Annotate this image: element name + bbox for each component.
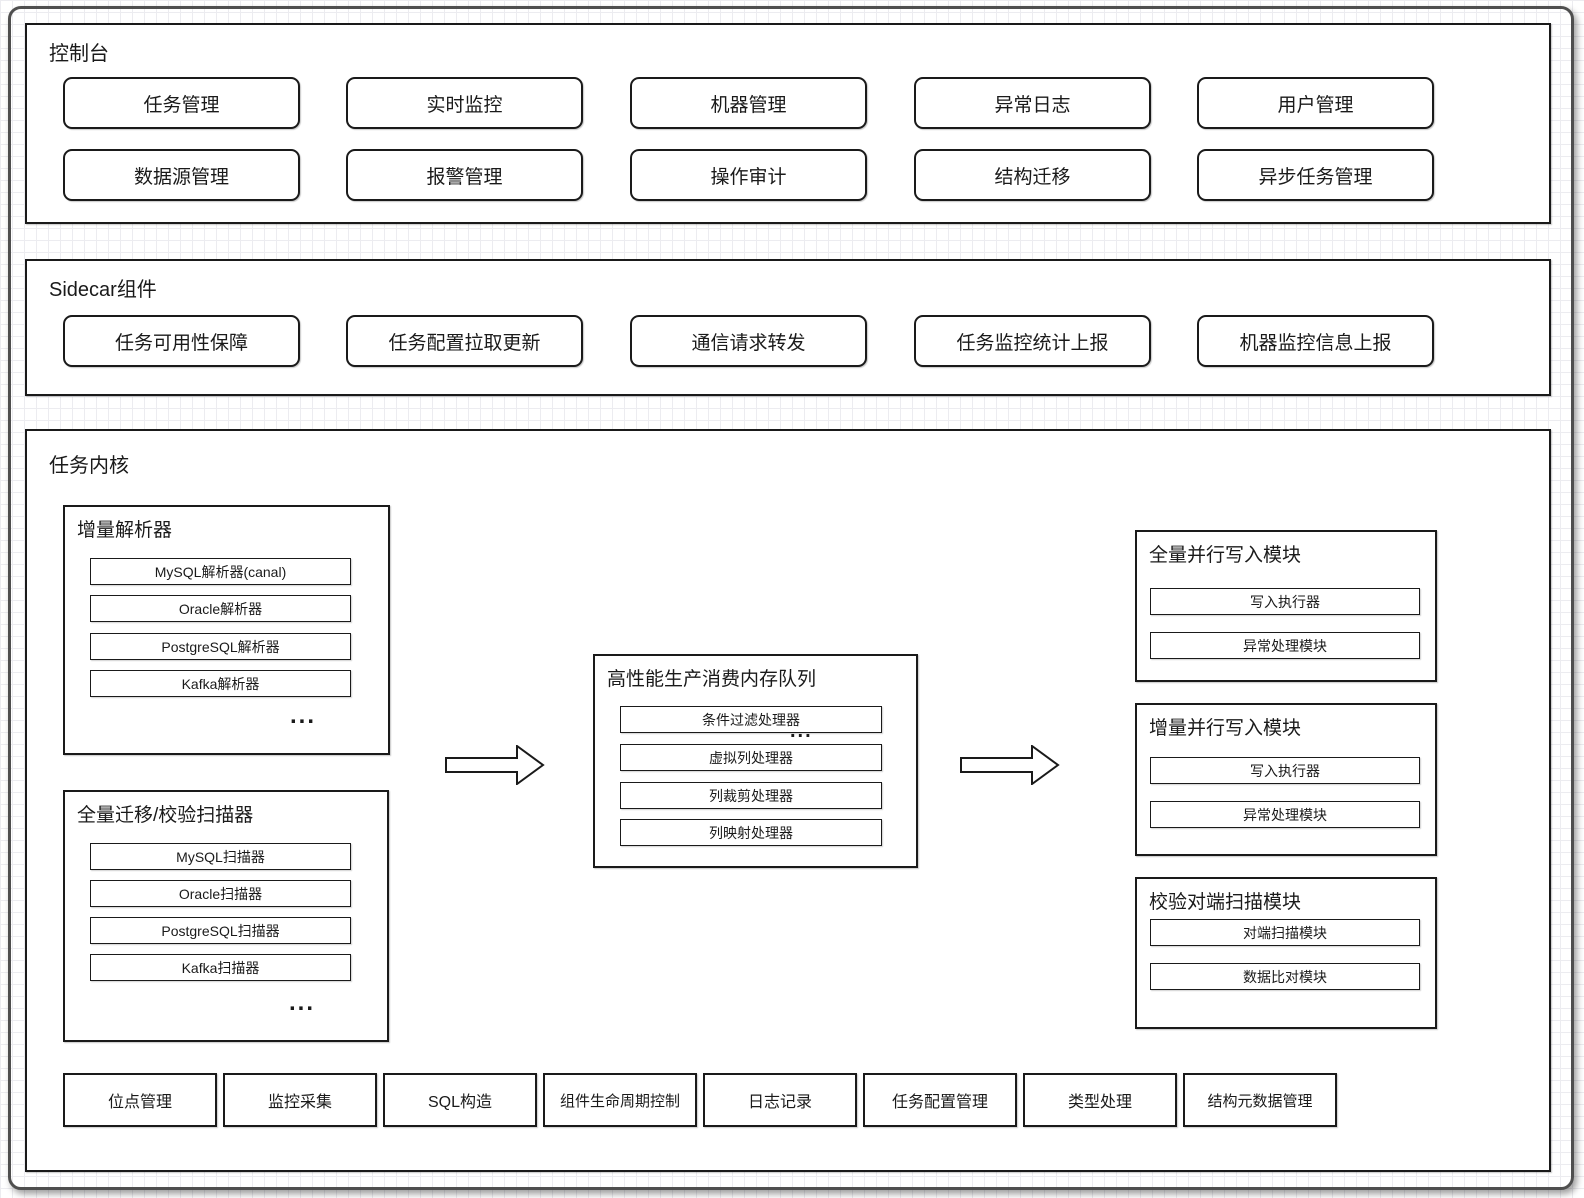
service-box-monitor-collection: 监控采集 (223, 1073, 377, 1127)
incr-writer-item-exception: 异常处理模块 (1150, 801, 1420, 828)
full-migration-scanner-title: 全量迁移/校验扫描器 (77, 805, 254, 826)
service-box-sql-construction: SQL构造 (383, 1073, 537, 1127)
memory-queue-title: 高性能生产消费内存队列 (607, 669, 817, 690)
sidecar-button-machine-monitor-report: 机器监控信息上报 (1197, 315, 1434, 367)
sidecar-section-title: Sidecar组件 (49, 279, 157, 301)
console-button-schema-migration: 结构迁移 (914, 149, 1151, 201)
parser-ellipsis: ... (289, 702, 316, 729)
checker-item-peer-scan: 对端扫描模块 (1150, 919, 1420, 946)
console-section: 控制台 任务管理 实时监控 机器管理 异常日志 用户管理 数据源管理 报警管理 … (25, 23, 1551, 224)
console-button-machine-management: 机器管理 (630, 77, 867, 129)
scanner-item-kafka: Kafka扫描器 (90, 954, 351, 981)
queue-item-column-mapping: 列映射处理器 (620, 819, 882, 846)
service-box-component-lifecycle: 组件生命周期控制 (543, 1073, 697, 1127)
queue-item-virtual-column: 虚拟列处理器 (620, 744, 882, 771)
console-button-user-management: 用户管理 (1197, 77, 1434, 129)
scanner-item-mysql: MySQL扫描器 (90, 843, 351, 870)
incr-writer-item-executor: 写入执行器 (1150, 757, 1420, 784)
console-button-alert-management: 报警管理 (346, 149, 583, 201)
queue-item-condition-filter: 条件过滤处理器 (620, 706, 882, 733)
kernel-section: 任务内核 增量解析器 MySQL解析器(canal) Oracle解析器 Pos… (25, 429, 1551, 1172)
parser-item-mysql: MySQL解析器(canal) (90, 558, 351, 585)
service-box-type-handling: 类型处理 (1023, 1073, 1177, 1127)
verification-peer-scan-box: 校验对端扫描模块 对端扫描模块 数据比对模块 (1135, 877, 1437, 1029)
incremental-parser-box: 增量解析器 MySQL解析器(canal) Oracle解析器 PostgreS… (63, 505, 390, 755)
queue-ellipsis: ... (790, 720, 813, 742)
diagram-outer-frame: 控制台 任务管理 实时监控 机器管理 异常日志 用户管理 数据源管理 报警管理 … (8, 6, 1574, 1190)
incremental-parser-title: 增量解析器 (77, 520, 173, 541)
sidecar-button-task-availability: 任务可用性保障 (63, 315, 300, 367)
checker-item-data-compare: 数据比对模块 (1150, 963, 1420, 990)
queue-item-column-prune: 列裁剪处理器 (620, 782, 882, 809)
sidecar-button-config-pull-update: 任务配置拉取更新 (346, 315, 583, 367)
sidecar-button-task-monitor-report: 任务监控统计上报 (914, 315, 1151, 367)
kernel-section-title: 任务内核 (49, 455, 129, 477)
memory-queue-box: 高性能生产消费内存队列 条件过滤处理器 ... 虚拟列处理器 列裁剪处理器 列映… (593, 654, 918, 868)
incremental-parallel-writer-box: 增量并行写入模块 写入执行器 异常处理模块 (1135, 703, 1437, 856)
service-box-position-management: 位点管理 (63, 1073, 217, 1127)
sidecar-section: Sidecar组件 任务可用性保障 任务配置拉取更新 通信请求转发 任务监控统计… (25, 259, 1551, 396)
service-box-schema-metadata-management: 结构元数据管理 (1183, 1073, 1337, 1127)
parser-item-oracle: Oracle解析器 (90, 595, 351, 622)
scanner-item-postgresql: PostgreSQL扫描器 (90, 917, 351, 944)
scanner-ellipsis: ... (288, 989, 315, 1016)
verification-peer-scan-title: 校验对端扫描模块 (1149, 892, 1302, 913)
console-button-datasource-management: 数据源管理 (63, 149, 300, 201)
full-writer-item-executor: 写入执行器 (1150, 588, 1420, 615)
service-box-logging: 日志记录 (703, 1073, 857, 1127)
flow-arrow-left-icon (445, 745, 545, 785)
console-button-task-management: 任务管理 (63, 77, 300, 129)
parser-item-kafka: Kafka解析器 (90, 670, 351, 697)
sidecar-button-comm-forwarding: 通信请求转发 (630, 315, 867, 367)
parser-item-postgresql: PostgreSQL解析器 (90, 633, 351, 660)
console-button-operation-audit: 操作审计 (630, 149, 867, 201)
full-migration-scanner-box: 全量迁移/校验扫描器 MySQL扫描器 Oracle扫描器 PostgreSQL… (63, 790, 389, 1042)
console-button-realtime-monitor: 实时监控 (346, 77, 583, 129)
flow-arrow-right-icon (960, 745, 1060, 785)
incremental-parallel-writer-title: 增量并行写入模块 (1149, 718, 1302, 739)
console-button-exception-log: 异常日志 (914, 77, 1151, 129)
scanner-item-oracle: Oracle扫描器 (90, 880, 351, 907)
full-parallel-writer-box: 全量并行写入模块 写入执行器 异常处理模块 (1135, 530, 1437, 682)
service-box-task-config-management: 任务配置管理 (863, 1073, 1017, 1127)
full-parallel-writer-title: 全量并行写入模块 (1149, 545, 1302, 566)
console-button-async-task-management: 异步任务管理 (1197, 149, 1434, 201)
full-writer-item-exception: 异常处理模块 (1150, 632, 1420, 659)
console-section-title: 控制台 (49, 43, 109, 65)
